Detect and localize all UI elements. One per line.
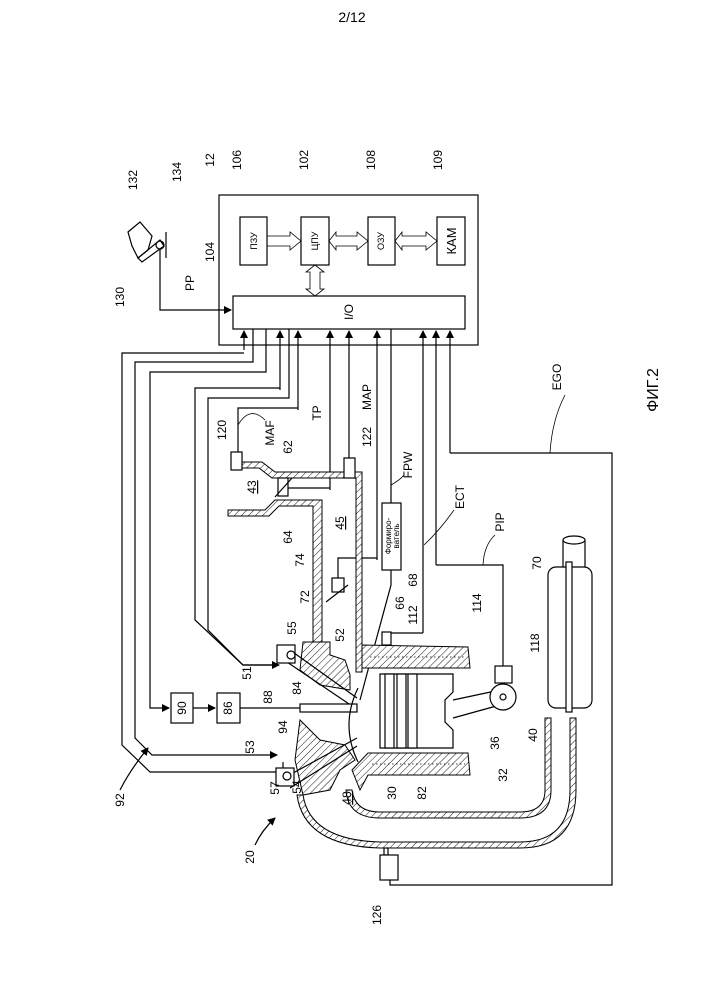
driver-label-2: ватель bbox=[392, 523, 401, 548]
ref-numeral-52: 52 bbox=[333, 628, 347, 642]
crankshaft-40 bbox=[490, 684, 516, 710]
label-tp: TP bbox=[310, 405, 324, 420]
ref-numeral-36: 36 bbox=[488, 736, 502, 750]
ref-numeral-51: 51 bbox=[240, 666, 254, 680]
ref-numeral-57: 57 bbox=[268, 781, 282, 795]
label-ect: ECT bbox=[453, 484, 467, 509]
kam-label: КАМ bbox=[444, 227, 459, 254]
ect-sensor-112 bbox=[382, 632, 391, 645]
ram-label: ОЗУ bbox=[376, 232, 386, 250]
ref-numeral-102: 102 bbox=[297, 150, 311, 170]
maf-leader bbox=[238, 414, 265, 425]
page-number: 2/12 bbox=[338, 9, 365, 25]
label-ego: EGO bbox=[550, 364, 564, 391]
ref-numeral-82: 82 bbox=[415, 786, 429, 800]
label-pip: PIP bbox=[493, 512, 507, 531]
rom-cpu-arrow bbox=[267, 232, 301, 250]
ref-numeral-45: 45 bbox=[333, 516, 347, 530]
map-sensor-122 bbox=[344, 458, 355, 478]
ref-numeral-74: 74 bbox=[293, 553, 307, 567]
ref-numeral-92: 92 bbox=[113, 793, 127, 807]
foot-icon bbox=[128, 222, 152, 258]
ref-numeral-68: 68 bbox=[406, 573, 420, 587]
ego-leader bbox=[550, 395, 565, 453]
ref-numeral-114: 114 bbox=[470, 593, 484, 612]
pip-sensor-118 bbox=[495, 666, 512, 683]
signal-wiring bbox=[122, 329, 612, 885]
ref-numeral-94: 94 bbox=[276, 720, 290, 734]
ref-numeral-106: 106 bbox=[230, 150, 244, 170]
label-fpw: FPW bbox=[401, 451, 415, 478]
ego-sensor-126 bbox=[380, 855, 398, 880]
ref-numeral-126: 126 bbox=[370, 905, 384, 925]
rom-label: ПЗУ bbox=[249, 232, 259, 250]
ref-numeral-109: 109 bbox=[431, 150, 445, 170]
ref-numeral-70: 70 bbox=[530, 556, 544, 570]
arrow-20 bbox=[255, 818, 275, 845]
io-label: I/O bbox=[342, 304, 356, 320]
ref-numeral-54: 54 bbox=[290, 780, 304, 794]
label-maf: MAF bbox=[263, 420, 277, 445]
ref-numeral-12: 12 bbox=[203, 153, 217, 167]
cylinder-block bbox=[352, 645, 516, 790]
pip-leader bbox=[483, 535, 495, 565]
ref-numeral-53: 53 bbox=[243, 740, 257, 754]
ref-numeral-134: 134 bbox=[170, 162, 184, 182]
ref-numeral-108: 108 bbox=[364, 150, 378, 170]
ref-numeral-88: 88 bbox=[261, 690, 275, 704]
ram-kam-arrow bbox=[395, 232, 437, 250]
ref-numeral-104: 104 bbox=[203, 242, 217, 262]
cpu-label: ЦПУ bbox=[310, 231, 320, 250]
ref-numeral-64: 64 bbox=[281, 530, 295, 544]
ref-numeral-132: 132 bbox=[126, 170, 140, 190]
cam-51 bbox=[277, 645, 295, 663]
ref-numeral-55: 55 bbox=[285, 621, 299, 635]
maf-sensor-120 bbox=[231, 452, 242, 470]
ref-numeral-72: 72 bbox=[298, 590, 312, 604]
throttle-62 bbox=[278, 478, 288, 496]
ref-numeral-86: 86 bbox=[221, 701, 235, 715]
cpu-io-arrow bbox=[306, 265, 324, 296]
ref-numeral-20: 20 bbox=[243, 850, 257, 864]
spark-plug-88 bbox=[300, 704, 357, 712]
figure-caption: ФИГ.2 bbox=[645, 368, 662, 412]
ect-leader bbox=[424, 510, 454, 545]
combustion-chamber-30 bbox=[349, 688, 358, 762]
ref-numeral-130: 130 bbox=[113, 287, 127, 307]
ref-numeral-40: 40 bbox=[526, 728, 540, 742]
ref-numeral-48: 48 bbox=[340, 791, 354, 805]
controller-12: ПЗУ ЦПУ ОЗУ КАМ I/O bbox=[219, 195, 478, 345]
ref-numeral-84: 84 bbox=[290, 681, 304, 695]
reference-numerals: 12 106 102 108 109 132 134 130 104 120 6… bbox=[113, 150, 544, 925]
arrow-92 bbox=[120, 748, 148, 790]
ref-numeral-66: 66 bbox=[393, 596, 407, 610]
label-map: MAP bbox=[360, 384, 374, 410]
cpu-ram-arrow bbox=[329, 232, 368, 250]
accelerator-pedal-130 bbox=[128, 222, 231, 310]
ref-numeral-32: 32 bbox=[496, 768, 510, 782]
ref-numeral-120: 120 bbox=[215, 420, 229, 440]
ref-numeral-43: 43 bbox=[245, 480, 259, 494]
ref-numeral-112: 112 bbox=[406, 605, 420, 624]
ref-numeral-118: 118 bbox=[528, 633, 542, 652]
ref-numeral-90: 90 bbox=[175, 701, 189, 715]
ref-numeral-122: 122 bbox=[360, 427, 374, 447]
label-pp: PP bbox=[183, 275, 197, 291]
ref-numeral-62: 62 bbox=[281, 440, 295, 454]
ref-numeral-30: 30 bbox=[385, 786, 399, 800]
